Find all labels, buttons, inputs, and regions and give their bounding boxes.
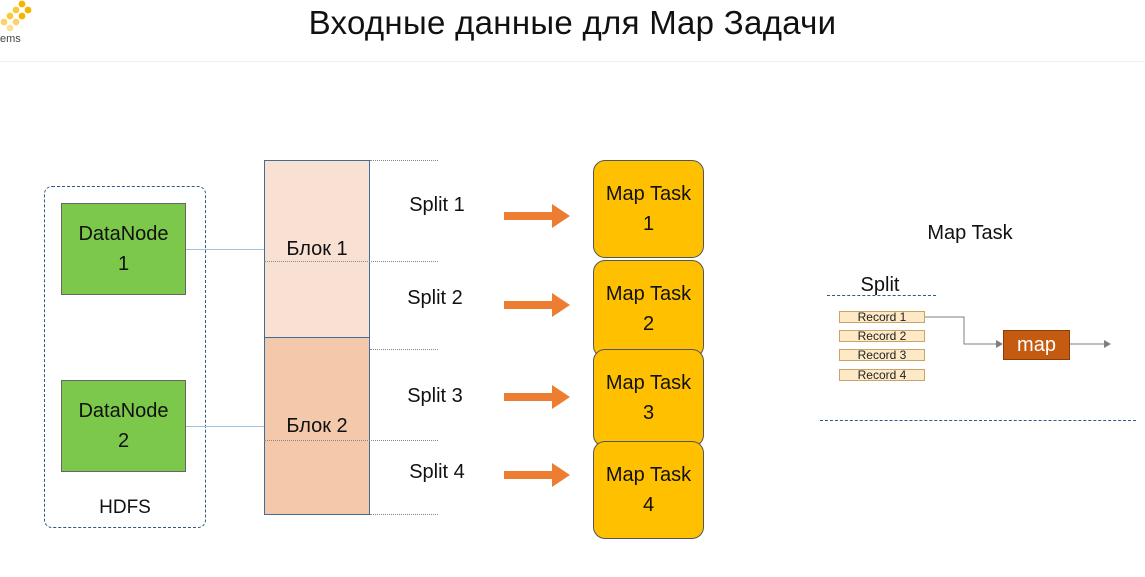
record-to-map-connector (925, 316, 1111, 348)
datanode-2-number: 2 (117, 430, 130, 452)
map-task-4: Map Task 4 (593, 441, 704, 539)
split-boundary-line (264, 261, 438, 262)
page-title: Входные данные для Map Задачи (308, 4, 837, 41)
datanode-1-number: 1 (117, 253, 130, 275)
company-logo: ems (0, 0, 60, 46)
map-task-2: Map Task 2 (593, 260, 704, 358)
map-task-4-title: Map Task (605, 464, 692, 486)
split-1-label: Split 1 (409, 194, 465, 216)
record-1: Record 1 (839, 311, 925, 323)
block-2: Блок 2 (264, 337, 370, 515)
map-function-box: map (1003, 330, 1070, 360)
block-2-label: Блок 2 (286, 414, 348, 437)
record-4: Record 4 (839, 369, 925, 381)
record-3: Record 3 (839, 349, 925, 361)
split-boundary-line (264, 440, 438, 441)
header-divider (0, 61, 1145, 62)
arrow-right-icon (504, 293, 570, 317)
map-task-4-number: 4 (642, 494, 655, 516)
detail-split-divider (827, 295, 936, 296)
map-task-3: Map Task 3 (593, 349, 704, 447)
split-2-label: Split 2 (407, 287, 463, 309)
split-3-label: Split 3 (407, 385, 463, 407)
datanode-1-block-connector (186, 249, 264, 250)
split-boundary-line (370, 514, 438, 515)
split-boundary-line (370, 160, 438, 161)
arrow-right-icon (504, 204, 570, 228)
map-task-3-title: Map Task (605, 372, 692, 394)
detail-split-label: Split (860, 274, 900, 296)
logo-dots-icon (0, 0, 32, 32)
map-task-2-title: Map Task (605, 283, 692, 305)
block-1-label: Блок 1 (286, 237, 348, 260)
detail-title: Map Task (927, 222, 1013, 244)
map-task-1: Map Task 1 (593, 160, 704, 258)
map-task-1-title: Map Task (605, 183, 692, 205)
datanode-2-block-connector (186, 426, 264, 427)
hdfs-label: HDFS (99, 497, 151, 518)
datanode-2: DataNode 2 (61, 380, 186, 472)
block-1: Блок 1 (264, 160, 370, 338)
arrow-right-icon (504, 463, 570, 487)
map-task-2-number: 2 (642, 313, 655, 335)
split-4-label: Split 4 (409, 461, 465, 483)
map-task-3-number: 3 (642, 402, 655, 424)
hdfs-container (44, 186, 206, 528)
logo-text: ems (0, 33, 21, 45)
datanode-1: DataNode 1 (61, 203, 186, 295)
arrow-right-icon (504, 385, 570, 409)
split-boundary-line (370, 349, 438, 350)
detail-bottom-divider (820, 420, 1136, 421)
datanode-1-title: DataNode (78, 223, 169, 245)
datanode-2-title: DataNode (78, 400, 169, 422)
record-2: Record 2 (839, 330, 925, 342)
map-task-1-number: 1 (642, 213, 655, 235)
